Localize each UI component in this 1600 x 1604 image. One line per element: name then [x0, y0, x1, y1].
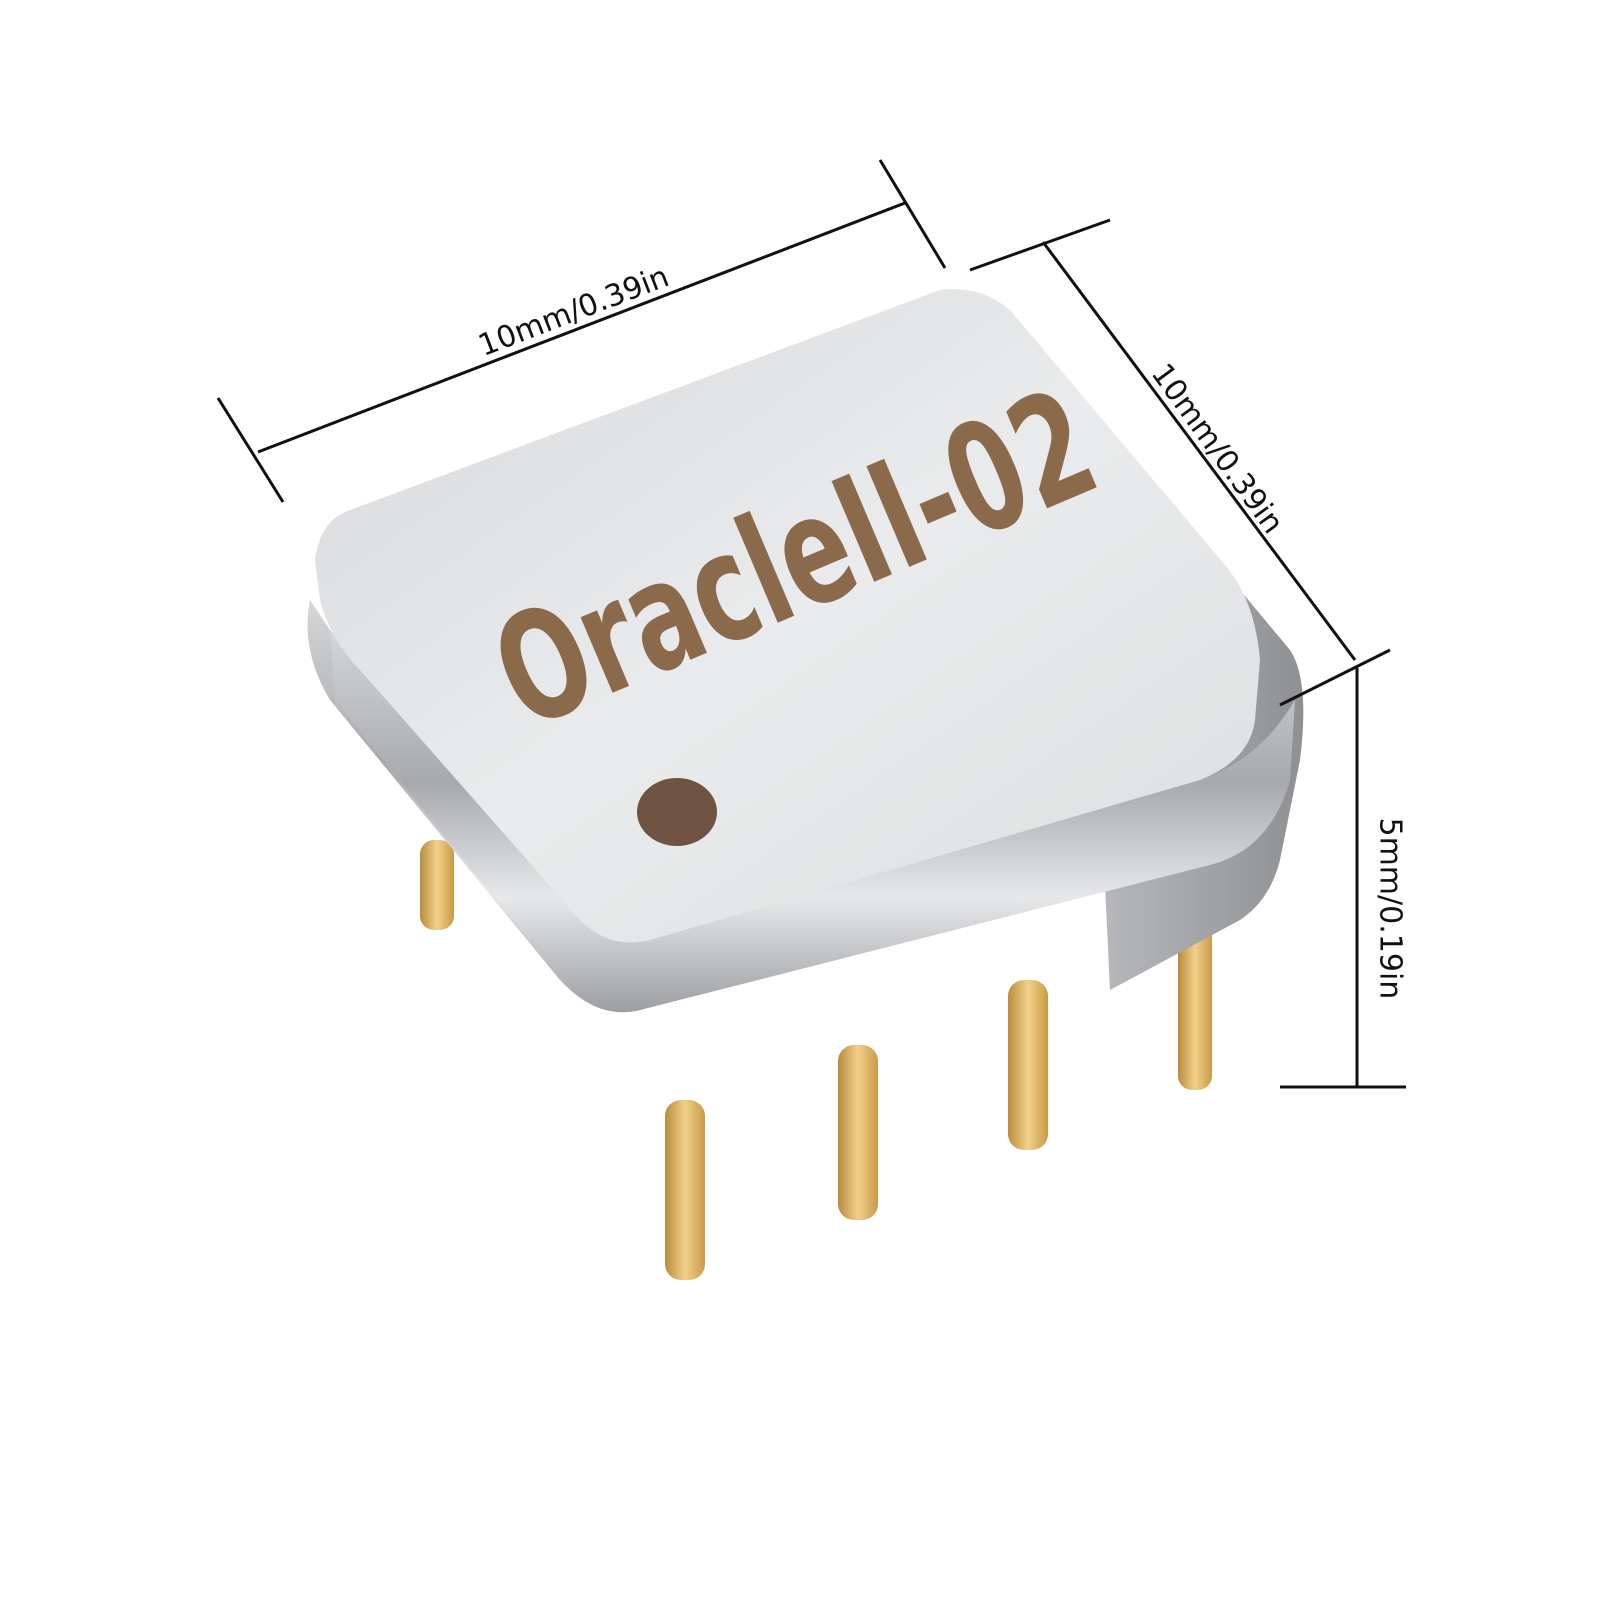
dimension-height-label: 5mm/0.19in	[1372, 817, 1408, 1000]
shell-top-face	[315, 289, 1260, 943]
front-pins	[665, 980, 1048, 1280]
dimension-lines	[216, 159, 1406, 1089]
pin1-indicator-dot	[637, 778, 717, 846]
